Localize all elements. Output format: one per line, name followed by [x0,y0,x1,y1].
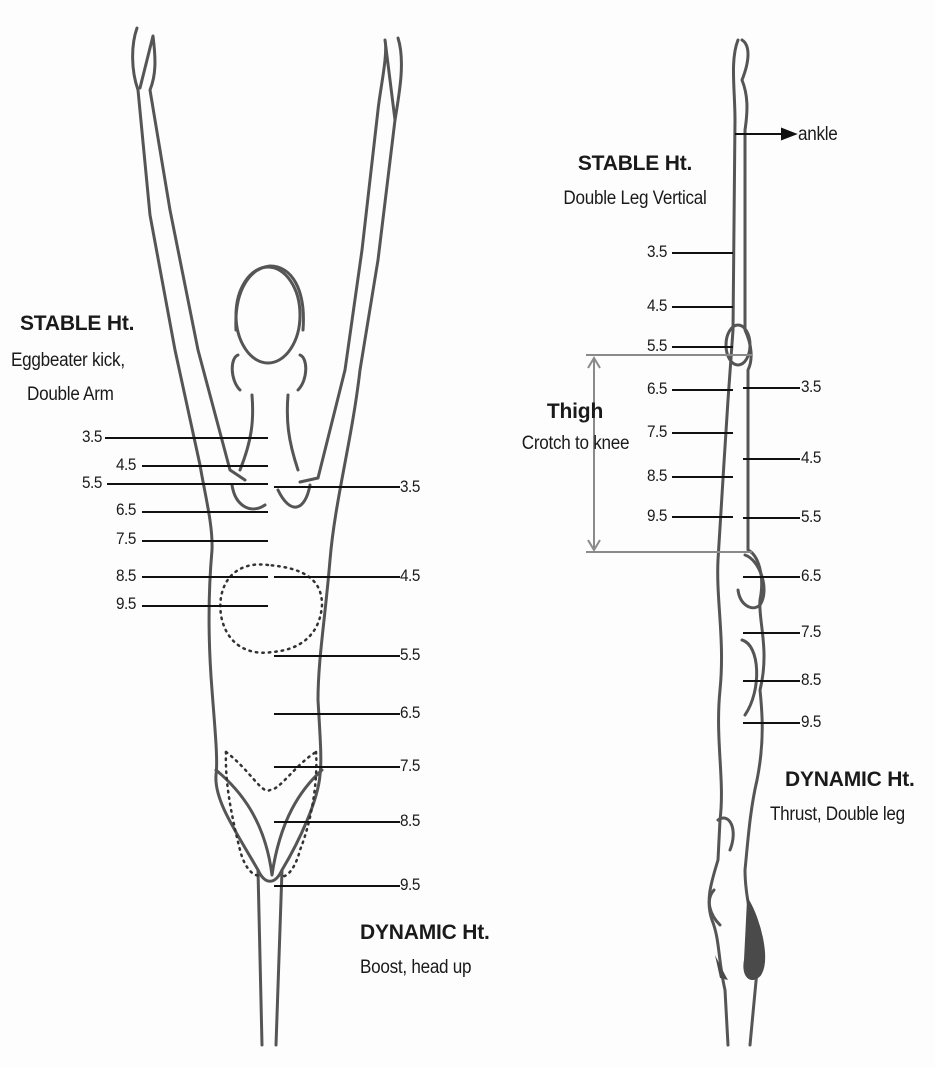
side-stable-title: STABLE Ht. [560,152,710,176]
front-figure-right-outline [276,38,401,1045]
side-right-label: 5.5 [801,507,821,527]
front-figure-crotch [258,870,282,881]
side-right-label: 7.5 [801,622,821,642]
side-figure-torso-bump [742,640,757,715]
side-dynamic-title: DYNAMIC Ht. [785,768,915,792]
side-right-label: 3.5 [801,377,821,397]
front-right-label: 5.5 [400,645,420,665]
front-stable-title: STABLE Ht. [20,312,134,336]
front-right-label: 9.5 [400,875,420,895]
side-left-label: 6.5 [647,379,667,399]
front-figure-chest [232,485,310,509]
side-right-label: 4.5 [801,448,821,468]
front-figure-left-ear [232,355,240,390]
side-figure-knee [726,325,750,365]
front-right-label: 6.5 [400,703,420,723]
side-right-label: 6.5 [801,566,821,586]
side-dynamic-line1: Thrust, Double leg [770,804,905,826]
front-stable-line1: Eggbeater kick, [11,350,125,372]
front-figure-left-outline [133,28,262,1045]
front-left-label: 7.5 [116,529,136,549]
side-left-label: 9.5 [647,506,667,526]
front-right-label: 7.5 [400,756,420,776]
front-figure [133,28,402,1045]
front-left-label: 3.5 [82,427,102,447]
front-left-label: 4.5 [116,455,136,475]
front-right-label: 4.5 [400,566,420,586]
front-figure-dotted-overlays [220,564,322,876]
side-right-label: 9.5 [801,712,821,732]
ankle-label: ankle [798,124,838,146]
front-right-scale-lines [274,487,400,886]
side-stable-line1: Double Leg Vertical [554,188,716,210]
front-figure-left-inner-arm [140,36,245,480]
front-figure-neck [240,395,298,470]
front-figure-hair [236,266,304,330]
front-left-label: 9.5 [116,594,136,614]
side-left-label: 3.5 [647,242,667,262]
front-dotted-pelvis-top [226,752,316,791]
front-left-label: 8.5 [116,566,136,586]
front-stable-line2: Double Arm [27,384,114,406]
thigh-title: Thigh [520,400,630,424]
front-right-label: 8.5 [400,811,420,831]
front-left-label: 6.5 [116,500,136,520]
front-dotted-pelvis-left [226,752,262,876]
front-figure-right-inner-arm [300,40,395,482]
front-figure-right-ear [298,355,306,390]
side-figure-back-line [742,40,764,1045]
front-right-label: 3.5 [400,477,420,497]
thigh-line1: Crotch to knee [515,433,637,455]
side-left-scale-lines [672,253,733,517]
side-left-label: 7.5 [647,422,667,442]
side-left-label: 5.5 [647,336,667,356]
side-left-label: 8.5 [647,466,667,486]
side-figure [709,40,764,1045]
side-right-label: 8.5 [801,670,821,690]
front-dynamic-line1: Boost, head up [360,957,471,979]
side-figure-foot-shadow [744,900,764,979]
side-left-label: 4.5 [647,296,667,316]
front-left-label: 5.5 [82,473,102,493]
front-dynamic-title: DYNAMIC Ht. [360,921,490,945]
side-right-scale-lines [743,388,800,723]
